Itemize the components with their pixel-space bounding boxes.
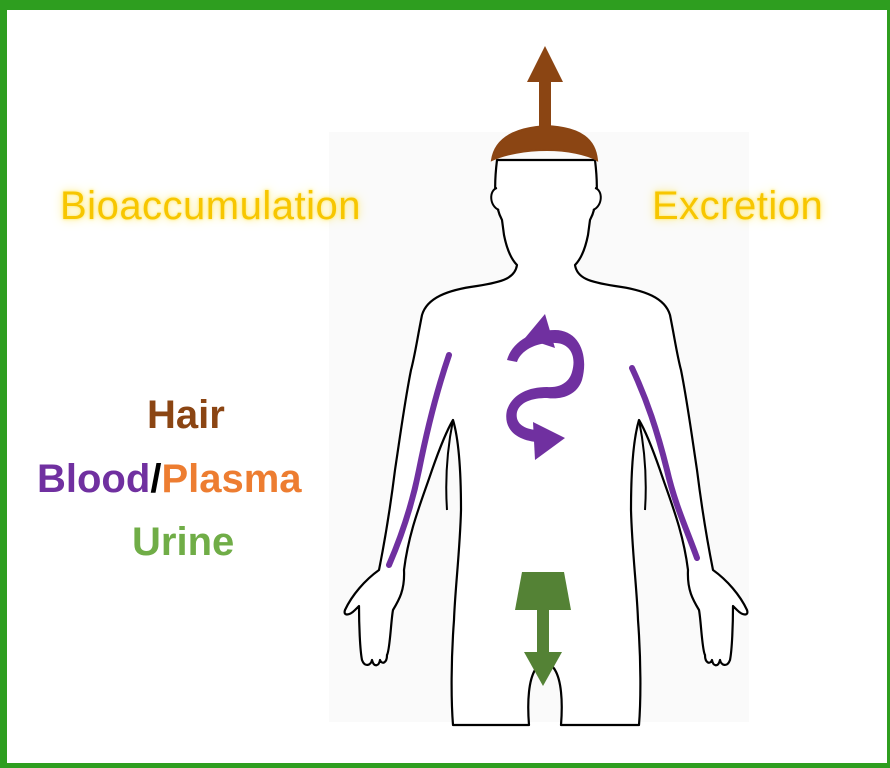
excretion-label: Excretion (652, 184, 823, 229)
blood-label: Blood (37, 457, 150, 501)
separator: / (150, 457, 161, 501)
up-arrow-icon (527, 46, 563, 130)
plasma-label: Plasma (161, 457, 301, 501)
blood-plasma-label: Blood/Plasma (37, 457, 302, 502)
hair-label: Hair (147, 393, 225, 438)
human-body-figure (7, 10, 887, 763)
bioaccumulation-label: Bioaccumulation (60, 184, 361, 229)
urine-label: Urine (132, 520, 234, 565)
